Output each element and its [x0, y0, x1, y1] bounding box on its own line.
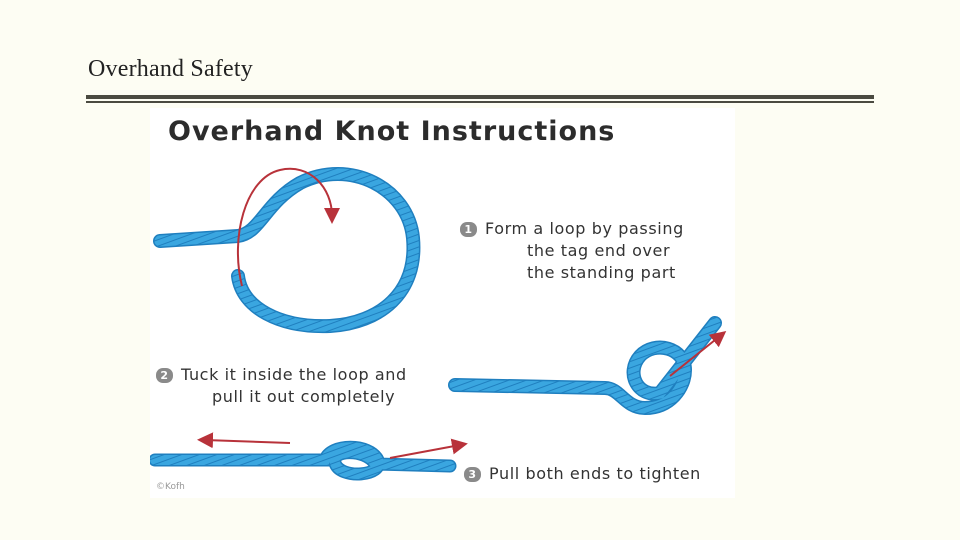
step-2-line-1: Tuck it inside the loop and	[181, 365, 407, 384]
knot-instructions-figure: Overhand Knot Instructions 1 Form a loop …	[150, 108, 735, 498]
step1-rope	[153, 167, 421, 334]
step3-arrow-right	[389, 438, 468, 459]
title-divider-thin	[86, 101, 874, 103]
step-2-line-2: pull it out completely	[212, 387, 396, 406]
step-1-line-1: Form a loop by passing	[485, 219, 684, 238]
step3-rope	[150, 440, 457, 481]
knot-illustration	[150, 167, 727, 481]
step-1-text: 1 Form a loop by passing the tag end over…	[460, 218, 684, 284]
step2-arrow	[669, 331, 727, 377]
step-3-line-1: Pull both ends to tighten	[489, 464, 701, 483]
step-1-line-3: the standing part	[527, 263, 676, 282]
title-divider-thick	[86, 95, 874, 99]
step-1-line-2: the tag end over	[527, 241, 671, 260]
step-1-badge: 1	[460, 222, 477, 237]
step-3-text: 3 Pull both ends to tighten	[464, 463, 701, 485]
step1-arrow	[236, 167, 340, 287]
step-2-badge: 2	[156, 368, 173, 383]
figure-title: Overhand Knot Instructions	[168, 116, 616, 147]
step-2-text: 2 Tuck it inside the loop and pull it out…	[156, 364, 407, 408]
step-3-badge: 3	[464, 467, 481, 482]
step2-rope	[448, 316, 722, 416]
slide-title: Overhand Safety	[88, 56, 253, 82]
image-credit: ©Kofh	[156, 482, 185, 492]
step3-arrow-left	[197, 432, 291, 449]
